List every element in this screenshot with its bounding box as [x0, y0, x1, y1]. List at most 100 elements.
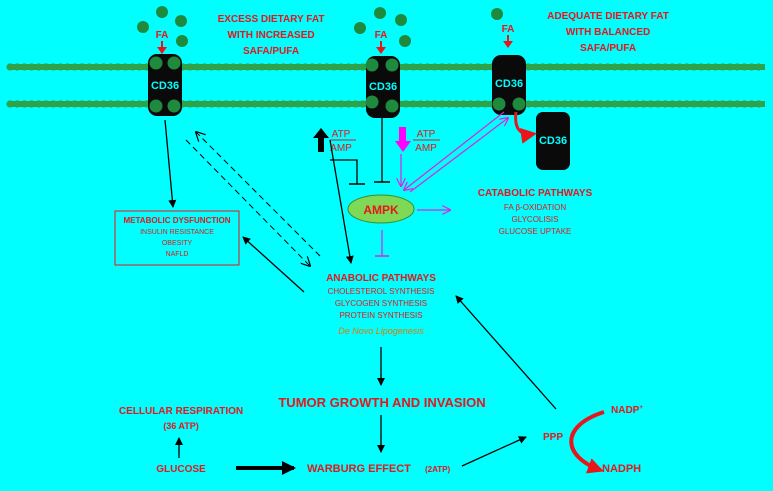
header-line: WITH BALANCED — [566, 27, 650, 38]
membrane-bead — [452, 63, 460, 71]
membrane-bead — [690, 100, 698, 108]
membrane-bead — [575, 100, 583, 108]
cd36-label: CD36 — [495, 78, 523, 90]
header-line: WITH INCREASED — [227, 30, 314, 41]
membrane-bead — [208, 100, 216, 108]
membrane-bead — [460, 63, 468, 71]
inhibition-line — [330, 159, 358, 184]
membrane-bead — [668, 63, 677, 71]
anabolic-pathways: ANABOLIC PATHWAYS CHOLESTEROL SYNTHESIS … — [326, 273, 436, 336]
anabolic-item: PROTEIN SYNTHESIS — [339, 311, 422, 320]
membrane-bead — [35, 100, 43, 108]
membrane-bead — [460, 100, 468, 108]
atp-amp-ratio-up: ATP AMP — [313, 128, 356, 154]
membrane-bead — [42, 63, 50, 71]
header-adequate-fat: ADEQUATE DIETARY FAT WITH BALANCED SAFA/… — [547, 11, 669, 54]
membrane-bead — [236, 100, 244, 108]
membrane-bead — [431, 100, 439, 108]
membrane-bead — [13, 63, 21, 71]
membrane-bead — [402, 63, 410, 71]
membrane-bead — [524, 63, 533, 71]
membrane-bead — [560, 63, 569, 71]
membrane-bead — [539, 63, 547, 71]
anabolic-item: CHOLESTEROL SYNTHESIS — [328, 287, 435, 296]
membrane-bead — [244, 63, 252, 71]
arrow-anabolic-to-dysfunction — [242, 236, 305, 293]
membrane-bead — [359, 100, 367, 108]
membrane-bead — [467, 63, 475, 71]
dysfunction-item: OBESITY — [162, 240, 193, 247]
membrane-bead — [676, 63, 684, 71]
membrane-bead — [128, 100, 136, 108]
up-arrow-icon — [313, 128, 329, 152]
membrane-bead — [704, 100, 713, 108]
membrane-bead — [553, 63, 561, 71]
membrane-bead — [337, 100, 345, 108]
membrane-bead — [301, 63, 309, 71]
membrane-bead — [280, 100, 288, 108]
nadp-reduction-arrow — [569, 410, 605, 474]
free-cd36-label: CD36 — [539, 135, 567, 147]
membrane-bead — [308, 63, 316, 71]
membrane-bead — [359, 63, 367, 71]
membrane-bead — [712, 63, 720, 71]
membrane-bead — [71, 100, 79, 108]
membrane-bead — [755, 100, 763, 108]
membrane-bead — [330, 63, 338, 71]
catabolic-item: GLYCOLISIS — [512, 215, 559, 224]
dysfunction-item: NAFLD — [166, 251, 189, 258]
membrane-bead — [474, 100, 482, 108]
membrane-bead — [85, 63, 93, 71]
membrane-bead — [107, 63, 115, 71]
catabolic-pathways: CATABOLIC PATHWAYS FA β-OXIDATION GLYCOL… — [478, 188, 593, 236]
membrane-bead — [481, 63, 489, 71]
membrane-bead — [344, 100, 352, 108]
membrane-bead — [13, 100, 21, 108]
membrane-bead — [539, 100, 547, 108]
membrane-bead — [647, 63, 655, 71]
membrane-bead — [733, 100, 741, 108]
activation-arrow — [404, 111, 505, 190]
membrane-bead — [323, 63, 331, 71]
membrane-bead — [78, 100, 86, 108]
membrane-bead — [323, 100, 331, 108]
fa-label: FA — [502, 24, 515, 35]
header-line: ADEQUATE DIETARY FAT — [547, 11, 669, 22]
header-line: EXCESS DIETARY FAT — [218, 14, 325, 25]
membrane-bead — [56, 100, 64, 108]
warburg-label: WARBURG EFFECT — [307, 463, 411, 475]
membrane-bead — [445, 63, 453, 71]
membrane-bead — [553, 100, 561, 108]
membrane-bead — [222, 100, 230, 108]
membrane-bead — [582, 63, 590, 71]
cd36-receptor-right: CD36 — [492, 55, 526, 115]
cd36-internalization-arrow — [514, 111, 537, 144]
membrane-bead — [337, 63, 345, 71]
membrane-bead — [640, 100, 648, 108]
ampk-node: AMPK — [347, 194, 415, 224]
membrane-bead — [272, 63, 280, 71]
fa-entry-arrow — [157, 41, 167, 54]
membrane-bead — [136, 63, 144, 71]
membrane-bead — [618, 63, 626, 71]
membrane-bead — [438, 63, 446, 71]
metabolic-dysfunction-box: METABOLIC DYSFUNCTION INSULIN RESISTANCE… — [114, 210, 240, 266]
membrane-bead — [316, 100, 324, 108]
membrane-bead — [719, 100, 727, 108]
membrane-bead — [215, 100, 223, 108]
membrane-bead — [229, 100, 237, 108]
membrane-bead — [344, 63, 352, 71]
membrane-bead — [186, 63, 194, 71]
arrow-ppp-to-anabolic — [455, 295, 557, 410]
membrane-bead — [690, 63, 698, 71]
nadph-label: NADPH — [602, 463, 641, 475]
membrane-bead — [719, 63, 727, 71]
membrane-bead — [215, 63, 223, 71]
membrane-bead — [114, 63, 122, 71]
catabolic-item: GLUCOSE UPTAKE — [499, 227, 572, 236]
membrane-bead — [611, 63, 619, 71]
free-cd36: CD36 — [536, 112, 570, 170]
membrane-bead — [85, 100, 93, 108]
fa-entry-arrow — [503, 35, 513, 48]
